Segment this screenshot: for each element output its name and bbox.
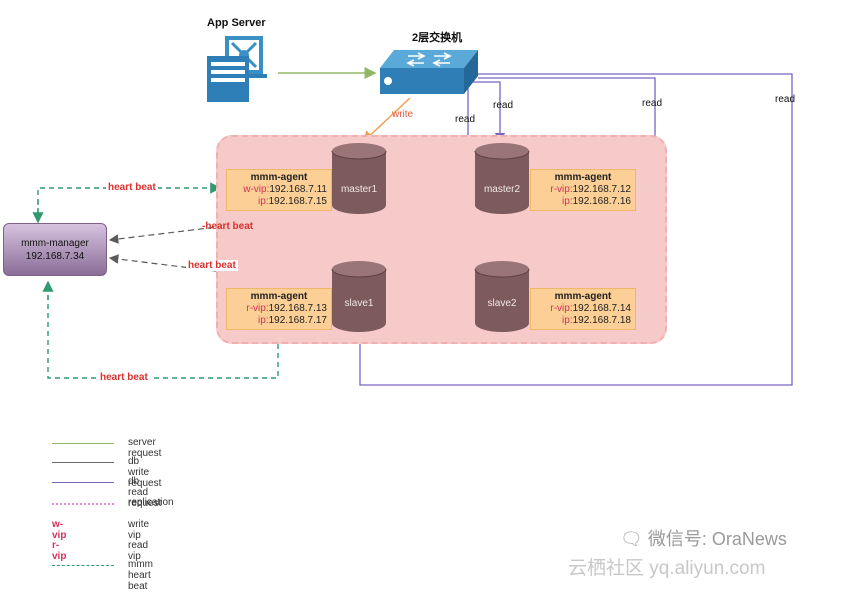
db-label-slave1: slave1 (344, 298, 374, 309)
vip-value: 192.168.7.11 (269, 184, 327, 195)
legend-swatch-replication (52, 503, 114, 505)
read-label-master2: read (493, 100, 514, 111)
server-icon (207, 36, 267, 102)
vip-value: 192.168.7.12 (572, 184, 631, 195)
vip-key: w-vip: (243, 184, 270, 195)
vip-key: r-vip: (246, 303, 269, 314)
heartbeat-label-slave2: heart beat (186, 260, 238, 271)
heartbeat-label-slave1: heart beat (98, 372, 150, 383)
db-label-master1: master1 (340, 184, 378, 195)
switch-icon (380, 50, 478, 94)
read-label-slave1: read (775, 94, 796, 105)
db-label-slave2: slave2 (487, 298, 517, 309)
legend-swatch-db-write (52, 462, 114, 463)
ip-value: 192.168.7.17 (268, 315, 327, 326)
watermark-yunqi: 云栖社区 yq.aliyun.com (568, 558, 766, 579)
database-icon-master1 (331, 143, 387, 214)
legend-swatch-server-request (52, 443, 114, 444)
write-line (361, 97, 411, 144)
agent-slave1: mmm-agent r-vip:192.168.7.13 ip:192.168.… (226, 288, 332, 330)
legend-swatch-heartbeat (52, 565, 114, 566)
app-server-label: App Server (207, 17, 266, 29)
manager-name: mmm-manager (21, 238, 89, 249)
vip-key: r-vip: (550, 303, 573, 314)
read-line-master2 (472, 81, 506, 144)
watermark-wechat: 🗨 微信号: OraNews (620, 525, 787, 551)
wechat-icon: 🗨 (620, 529, 643, 549)
legend-text-rvip: read vip (128, 540, 149, 562)
legend-text-wvip: write vip (128, 519, 150, 541)
read-line-slave1 (354, 73, 793, 386)
write-label: write (392, 109, 414, 120)
heartbeat-label-master2: -heart beat (202, 221, 254, 232)
ip-value: 192.168.7.18 (572, 315, 631, 326)
database-icon-slave2 (474, 261, 530, 332)
heartbeat-slave1 (47, 286, 284, 379)
agent-title: mmm-agent (250, 291, 308, 302)
read-label-slave2: read (642, 98, 663, 109)
manager-ip: 192.168.7.34 (25, 251, 85, 262)
agent-title: mmm-agent (554, 291, 612, 302)
agent-slave2: mmm-agent r-vip:192.168.7.14 ip:192.168.… (530, 288, 636, 330)
ip-key: ip: (562, 196, 573, 207)
ip-key: ip: (258, 315, 269, 326)
vip-value: 192.168.7.14 (572, 303, 631, 314)
heartbeat-master1 (37, 182, 222, 222)
db-label-master2: master2 (483, 184, 521, 195)
legend-text-heartbeat: mmm heart beat (128, 559, 153, 592)
switch-label: 2层交换机 (412, 32, 463, 44)
legend-text-db-write: db write request (128, 456, 162, 489)
agent-master2: mmm-agent r-vip:192.168.7.12 ip:192.168.… (530, 169, 636, 211)
database-icon-slave1 (331, 261, 387, 332)
ip-value: 192.168.7.15 (268, 196, 327, 207)
legend-text-replication: replication (128, 497, 174, 508)
legend-swatch-db-read (52, 482, 114, 483)
agent-title: mmm-agent (250, 172, 308, 183)
vip-key: r-vip: (550, 184, 573, 195)
read-label-master1: read (455, 114, 476, 125)
watermark-line1: 微信号: OraNews (647, 529, 787, 549)
ip-key: ip: (258, 196, 269, 207)
vip-value: 192.168.7.13 (268, 303, 327, 314)
database-icon-master2 (474, 143, 530, 214)
legend-key-rvip: r-vip (52, 540, 67, 562)
heartbeat-label-master1: heart beat (106, 182, 158, 193)
legend-text-db-read: db read request (128, 476, 162, 509)
ip-key: ip: (562, 315, 573, 326)
ip-value: 192.168.7.16 (572, 196, 631, 207)
legend-text-server-request: server request (128, 437, 162, 459)
legend-key-wvip: w-vip (52, 519, 67, 541)
mmm-manager-node: mmm-manager 192.168.7.34 (3, 223, 107, 276)
agent-title: mmm-agent (554, 172, 612, 183)
agent-master1: mmm-agent w-vip:192.168.7.11 ip:192.168.… (226, 169, 332, 211)
